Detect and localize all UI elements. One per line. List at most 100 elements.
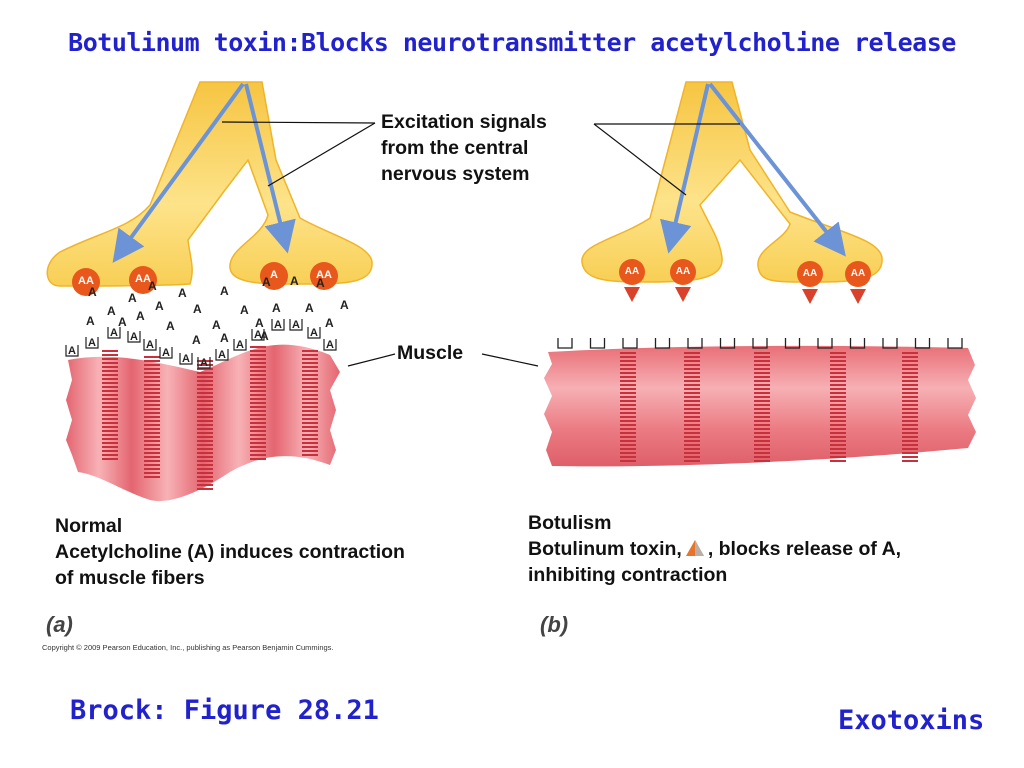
bound-acetylcholine: A: [68, 345, 76, 357]
bound-acetylcholine: A: [218, 349, 226, 361]
striation-mark: [197, 368, 213, 370]
striation-mark: [684, 388, 700, 390]
striation-mark: [302, 370, 318, 372]
empty-receptor: [947, 338, 963, 349]
striation-mark: [902, 420, 918, 422]
striation-mark: [102, 354, 118, 356]
caption-line: Botulinum toxin,, blocks release of A,: [528, 536, 901, 562]
striation-mark: [684, 460, 700, 462]
striation-mark: [902, 400, 918, 402]
striation-mark: [197, 488, 213, 490]
acetylcholine-molecule: A: [316, 276, 325, 290]
striation-mark: [102, 402, 118, 404]
acetylcholine-molecule: A: [148, 279, 157, 293]
striation-mark: [684, 356, 700, 358]
striation-mark: [197, 440, 213, 442]
striation-mark: [302, 450, 318, 452]
striation-mark: [102, 438, 118, 440]
acetylcholine-molecule: A: [107, 304, 116, 318]
receptor: [307, 327, 321, 339]
striation-mark: [754, 448, 770, 450]
svg-text:AA: AA: [135, 273, 151, 285]
bound-acetylcholine: A: [254, 329, 262, 341]
striation-mark: [302, 358, 318, 360]
striation-mark: [197, 388, 213, 390]
bound-acetylcholine: A: [292, 319, 300, 331]
striation-mark: [144, 440, 160, 442]
bound-acetylcholine: A: [162, 347, 170, 359]
svg-text:AA: AA: [316, 269, 332, 281]
striation-mark: [684, 404, 700, 406]
caption-botulism: Botulism Botulinum toxin,, blocks releas…: [528, 510, 901, 588]
striation-mark: [102, 398, 118, 400]
excitation-label: Excitation signals from the central nerv…: [381, 109, 547, 187]
striation-mark: [902, 452, 918, 454]
striation-mark: [620, 396, 636, 398]
striation-mark: [620, 460, 636, 462]
caption-heading: Botulism: [528, 512, 612, 534]
striation-mark: [902, 424, 918, 426]
striation-mark: [684, 352, 700, 354]
striation-mark: [902, 404, 918, 406]
striation-mark: [684, 364, 700, 366]
striation-mark: [102, 454, 118, 456]
striation-mark: [620, 372, 636, 374]
striation-mark: [197, 372, 213, 374]
striation-mark: [197, 460, 213, 462]
copyright-notice: Copyright © 2009 Pearson Education, Inc.…: [42, 643, 334, 652]
striation-mark: [144, 432, 160, 434]
striation-mark: [144, 356, 160, 358]
receptor: [179, 353, 193, 365]
neuron-b-body: [581, 81, 883, 283]
striation-mark: [102, 362, 118, 364]
striation-mark: [754, 372, 770, 374]
striation-mark: [302, 398, 318, 400]
neuron-a: AA AA A AA: [46, 81, 373, 296]
acetylcholine-molecule: A: [220, 284, 229, 298]
blocked-vesicle: AA: [619, 259, 645, 302]
striation-mark: [302, 410, 318, 412]
striation-mark: [302, 374, 318, 376]
bound-acetylcholine: A: [236, 339, 244, 351]
receptor: [159, 347, 173, 359]
striation-mark: [754, 428, 770, 430]
blocked-vesicle: AA: [797, 261, 823, 304]
striation-mark: [830, 448, 846, 450]
striation-mark: [250, 446, 266, 448]
striation-mark: [620, 448, 636, 450]
striation-mark: [197, 412, 213, 414]
striation-mark: [144, 408, 160, 410]
striation-mark: [102, 366, 118, 368]
vesicle: AA: [72, 268, 100, 296]
empty-receptor: [752, 338, 768, 349]
striation-mark: [250, 374, 266, 376]
striation-mark: [250, 382, 266, 384]
striation-mark: [250, 390, 266, 392]
striation-mark: [102, 446, 118, 448]
striation-mark: [302, 418, 318, 420]
muscle-a-body: [66, 344, 340, 502]
striation-mark: [620, 376, 636, 378]
striation-mark: [754, 360, 770, 362]
striation-mark: [102, 378, 118, 380]
striation-mark: [197, 416, 213, 418]
bound-acetylcholine: A: [310, 327, 318, 339]
striation-mark: [902, 460, 918, 462]
striation-mark: [902, 440, 918, 442]
striation-mark: [197, 364, 213, 366]
striation-mark: [754, 356, 770, 358]
receptor: [143, 339, 157, 351]
striation-mark: [102, 386, 118, 388]
acetylcholine-molecule: A: [325, 316, 334, 330]
striation-mark: [902, 360, 918, 362]
striation-mark: [684, 412, 700, 414]
striation-mark: [302, 426, 318, 428]
striation-mark: [302, 434, 318, 436]
striation-mark: [302, 378, 318, 380]
striation-mark: [754, 432, 770, 434]
striation-mark: [102, 410, 118, 412]
caption-line: of muscle fibers: [55, 567, 205, 589]
striation-mark: [754, 396, 770, 398]
receptor: [197, 357, 211, 369]
